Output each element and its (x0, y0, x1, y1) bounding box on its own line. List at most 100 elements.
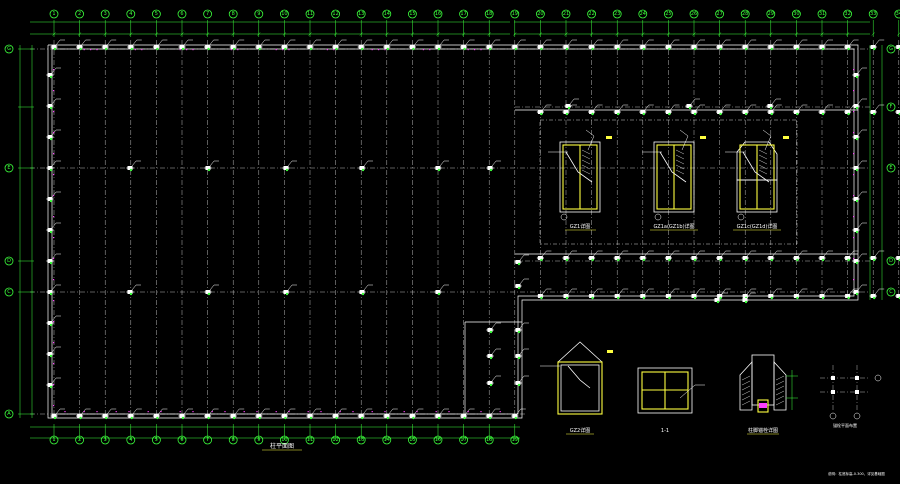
detail-hatch (758, 154, 768, 160)
column-flange (741, 257, 749, 259)
column-marker (639, 104, 654, 116)
bolt-dot (53, 300, 55, 302)
column-marker (639, 250, 654, 262)
callout-leader (287, 160, 297, 167)
gz2-roof (557, 341, 603, 363)
column-marker (716, 104, 731, 116)
column-marker (255, 39, 270, 51)
callout-dot (744, 300, 748, 304)
detail-hatch (581, 154, 591, 160)
column-flange (639, 46, 647, 48)
column-markers-layer (46, 39, 900, 420)
callout-dot (49, 199, 53, 203)
callout-dot (873, 47, 876, 51)
callout-leader (81, 408, 91, 415)
column-flange (613, 295, 621, 297)
axis-bubble-label: 3 (104, 437, 107, 443)
axis-bubble-bottom: 17 (459, 435, 469, 445)
column-flange (869, 295, 877, 297)
callout-leader (721, 104, 731, 111)
callout-dot (847, 258, 850, 262)
column-flange (46, 198, 54, 200)
base-plate (757, 399, 769, 413)
column-marker (255, 408, 270, 420)
axis-bubble-circle (100, 435, 110, 445)
callout-leader (491, 348, 501, 355)
column-marker (50, 408, 65, 420)
axis-bubble-label: 25 (665, 11, 671, 17)
detail-caption-base: 柱脚锚栓详图 (748, 427, 778, 434)
column-marker (639, 288, 654, 300)
callout-leader (491, 322, 501, 329)
column-flange (46, 105, 54, 107)
column-flange (741, 111, 749, 113)
callout-dot (207, 168, 211, 172)
callout-dot (821, 47, 825, 51)
callout-dot (668, 112, 671, 116)
callout-dot (855, 230, 859, 234)
column-flange (869, 257, 877, 259)
bolt-dot (53, 342, 55, 344)
column-marker (852, 160, 867, 172)
axis-bubble-bottom: 9 (254, 435, 264, 445)
column-marker (639, 39, 654, 51)
column-flange (613, 111, 621, 113)
axis-bubble-label: 7 (206, 11, 209, 17)
callout-dot (540, 112, 543, 116)
axis-bubble-circle (886, 163, 896, 173)
axis-bubble-circle (126, 435, 136, 445)
bolt-dot (256, 411, 258, 413)
callout-leader (491, 39, 501, 46)
gz2-body (557, 361, 603, 415)
column-flange (485, 46, 493, 48)
base-hatch (775, 400, 785, 406)
column-marker (152, 39, 168, 51)
callout-leader (260, 408, 270, 415)
axis-bubble-circle (817, 9, 827, 19)
callout-leader (857, 98, 867, 105)
column-marker (358, 284, 373, 296)
detail-hatch (675, 149, 685, 155)
axis-bubble-left: A (4, 409, 14, 419)
axis-bubble-bottom: 16 (433, 435, 443, 445)
column-flange (852, 136, 860, 138)
callout-dot (591, 47, 594, 51)
axis-bubble-label: 1 (52, 11, 55, 17)
bolt-dot (853, 111, 855, 113)
callout-leader (388, 408, 398, 415)
callout-leader (695, 104, 705, 111)
callout-dot (284, 416, 287, 420)
callout-leader (849, 288, 859, 295)
column-marker (434, 408, 449, 420)
axis-bubble-bottom: 5 (151, 435, 161, 445)
callout-dot (49, 354, 53, 358)
column-marker (536, 39, 552, 51)
column-flange (332, 415, 340, 417)
axis-bubble-label: 4 (129, 437, 132, 443)
axis-bubble-label: 8 (232, 437, 235, 443)
axis-bubble-top: 29 (766, 9, 776, 19)
callout-dot (181, 47, 185, 51)
base-haunch (773, 360, 787, 411)
axis-bubble-circle (254, 9, 264, 19)
column-flange (690, 111, 698, 113)
callout-leader (593, 39, 603, 46)
callout-leader (567, 39, 577, 46)
axis-bubble-circle (433, 9, 443, 19)
column-marker (869, 288, 885, 300)
gz2-brace (567, 365, 591, 389)
section-caption-1-1: 1-1 (661, 428, 669, 434)
detail-drawings-layer (539, 119, 882, 420)
bolt-dot (237, 49, 239, 51)
detail-hatch (581, 159, 591, 165)
column-flange (255, 415, 263, 417)
column-marker (664, 250, 680, 262)
callout-leader (857, 67, 867, 74)
callout-leader (875, 250, 885, 257)
column-flange (178, 46, 186, 48)
column-marker (852, 67, 867, 79)
axis-bubble-circle (561, 9, 571, 19)
callout-dot (855, 137, 859, 141)
column-marker (818, 39, 833, 51)
axis-bubble-top: 28 (740, 9, 750, 19)
